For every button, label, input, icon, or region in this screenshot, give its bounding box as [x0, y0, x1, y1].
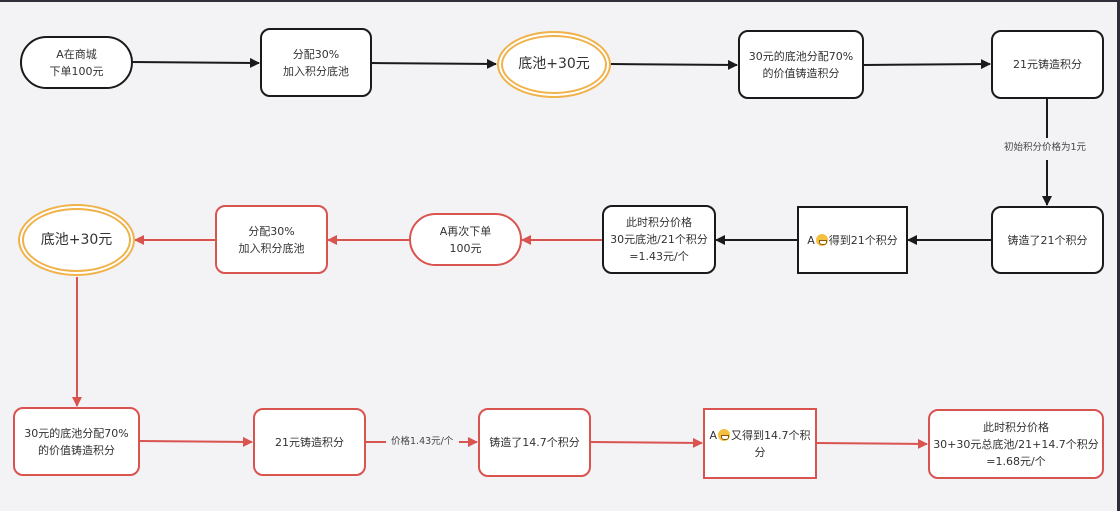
grinning-face-emoji-icon [718, 428, 731, 441]
window-frame-right [1117, 0, 1120, 511]
node-minted[interactable]: 铸造了21个积分 [991, 206, 1104, 274]
edge-allocate-to-pool [370, 58, 497, 69]
edge-mint-alloc-to-mint [862, 59, 991, 70]
edge-label-initial-price: 初始积分价格为1元 [1001, 141, 1090, 155]
edge-pool-to-mint-alloc [610, 59, 738, 70]
node-allocate-2[interactable]: 分配30% 加入积分底池 [215, 205, 328, 274]
node-pool-2[interactable]: 底池+30元 [22, 208, 131, 272]
received-2-prefix: A [709, 428, 718, 442]
received-suffix: 得到21个积分 [828, 233, 898, 247]
edge-order-to-allocate [131, 57, 260, 68]
edge-received-to-price-2 [815, 438, 928, 449]
node-mint-2[interactable]: 21元铸造积分 [253, 408, 366, 476]
received-prefix: A [807, 233, 815, 247]
received-2-suffix: 又得到14.7个积 分 [731, 428, 811, 459]
edge-minted-to-received-2 [589, 437, 703, 448]
received-2-text: A 又得到14.7个积 分 [709, 427, 811, 461]
node-received-2[interactable]: A 又得到14.7个积 分 [703, 408, 817, 479]
edge-mint-alloc-to-mint-2 [138, 436, 253, 447]
node-pool[interactable]: 底池+30元 [501, 35, 607, 94]
node-reorder[interactable]: A再次下单 100元 [409, 213, 522, 266]
node-price-2[interactable]: 此时积分价格 30+30元总底池/21+14.7个积分 =1.68元/个 [928, 409, 1104, 479]
node-price[interactable]: 此时积分价格 30元底池/21个积分 =1.43元/个 [602, 205, 716, 274]
node-minted-2[interactable]: 铸造了14.7个积分 [478, 408, 591, 477]
grinning-face-emoji-icon [815, 234, 828, 246]
node-order[interactable]: A在商城 下单100元 [20, 36, 133, 89]
edge-label-price: 价格1.43元/个 [388, 435, 457, 449]
node-mint[interactable]: 21元铸造积分 [991, 30, 1104, 99]
node-mint-alloc-2[interactable]: 30元的底池分配70% 的价值铸造积分 [13, 407, 140, 476]
node-mint-alloc[interactable]: 30元的底池分配70% 的价值铸造积分 [738, 30, 864, 99]
node-allocate[interactable]: 分配30% 加入积分底池 [260, 28, 372, 97]
window-frame-top [0, 0, 1120, 2]
node-received[interactable]: A 得到21个积分 [797, 206, 908, 274]
